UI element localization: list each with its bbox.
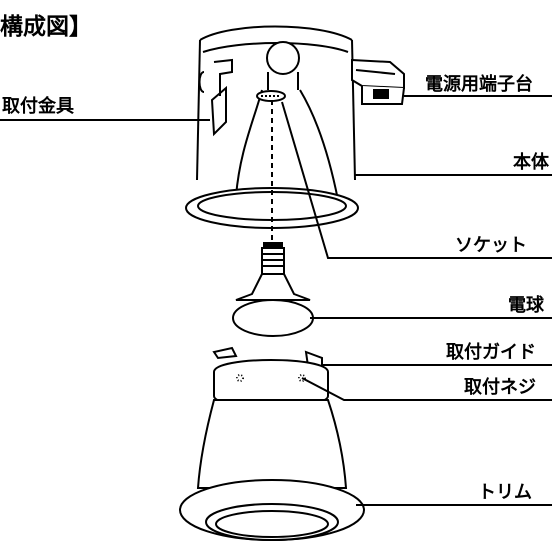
label-socket: ソケット — [455, 235, 527, 256]
label-body: 本体 — [513, 151, 550, 173]
trim — [179, 346, 365, 541]
diagram-title: 構成図】 — [0, 14, 92, 40]
label-terminal-block: 電源用端子台 — [425, 73, 533, 95]
label-bulb: 電球 — [508, 295, 545, 316]
leader-lines — [0, 95, 552, 506]
mounting-bracket — [198, 58, 233, 137]
label-mounting-guide: 取付ガイド — [446, 341, 536, 363]
terminal-block — [351, 58, 405, 105]
label-trim: トリム — [478, 482, 532, 503]
bulb — [232, 242, 314, 337]
label-mounting-bracket: 取付金具 — [2, 95, 74, 117]
label-mounting-screw: 取付ネジ — [464, 376, 536, 398]
socket-assembly — [235, 41, 339, 201]
